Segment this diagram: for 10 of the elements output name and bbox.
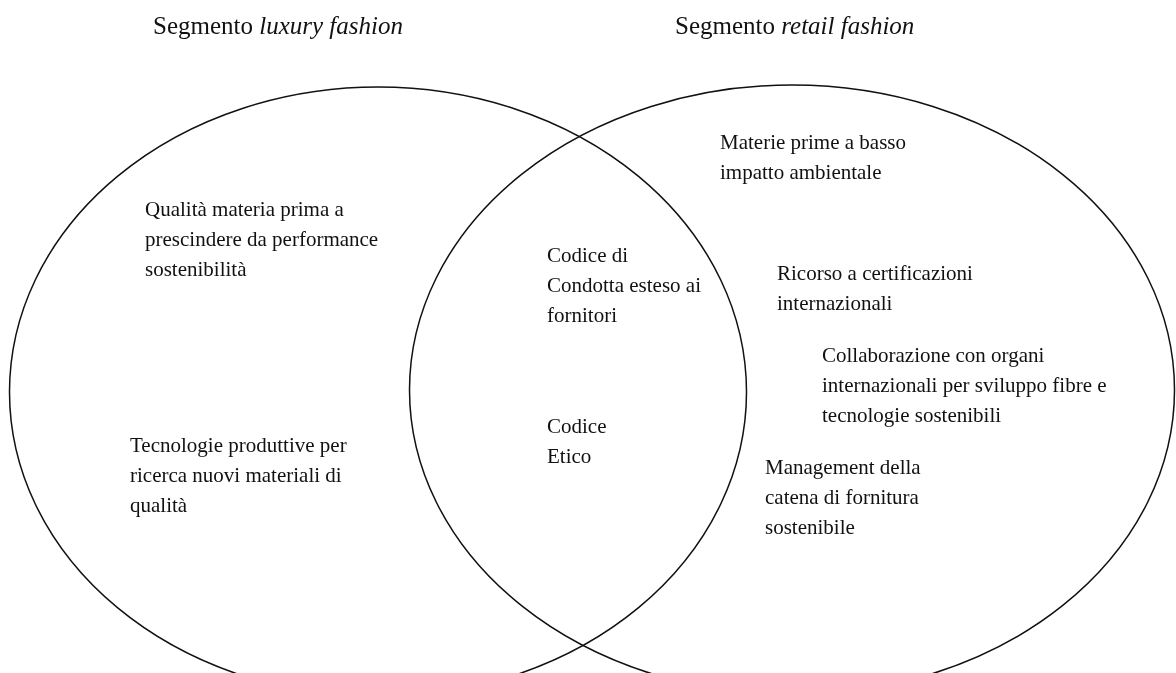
region-text: Codice di Condotta esteso ai fornitori (547, 242, 702, 329)
set-heading: Segmento luxury fashion (153, 12, 403, 40)
region-text: Tecnologie produttive per ricerca nuovi materiali di qualità (130, 432, 348, 519)
region-text: Management della catena di fornitura sostenibile (765, 454, 922, 541)
region-text: Materie prime a basso impatto ambientale (720, 129, 908, 186)
set-heading: Segmento retail fashion (675, 12, 915, 40)
region-text: Codice Etico (547, 413, 608, 470)
region-text: Collaborazione con organi internazionali per sviluppo fibre e tecnologie sostenibili (822, 342, 1108, 429)
region-text: Ricorso a certificazioni internazionali (777, 260, 974, 317)
region-text: Qualità materia prima a prescindere da performance sostenibilità (145, 196, 380, 283)
